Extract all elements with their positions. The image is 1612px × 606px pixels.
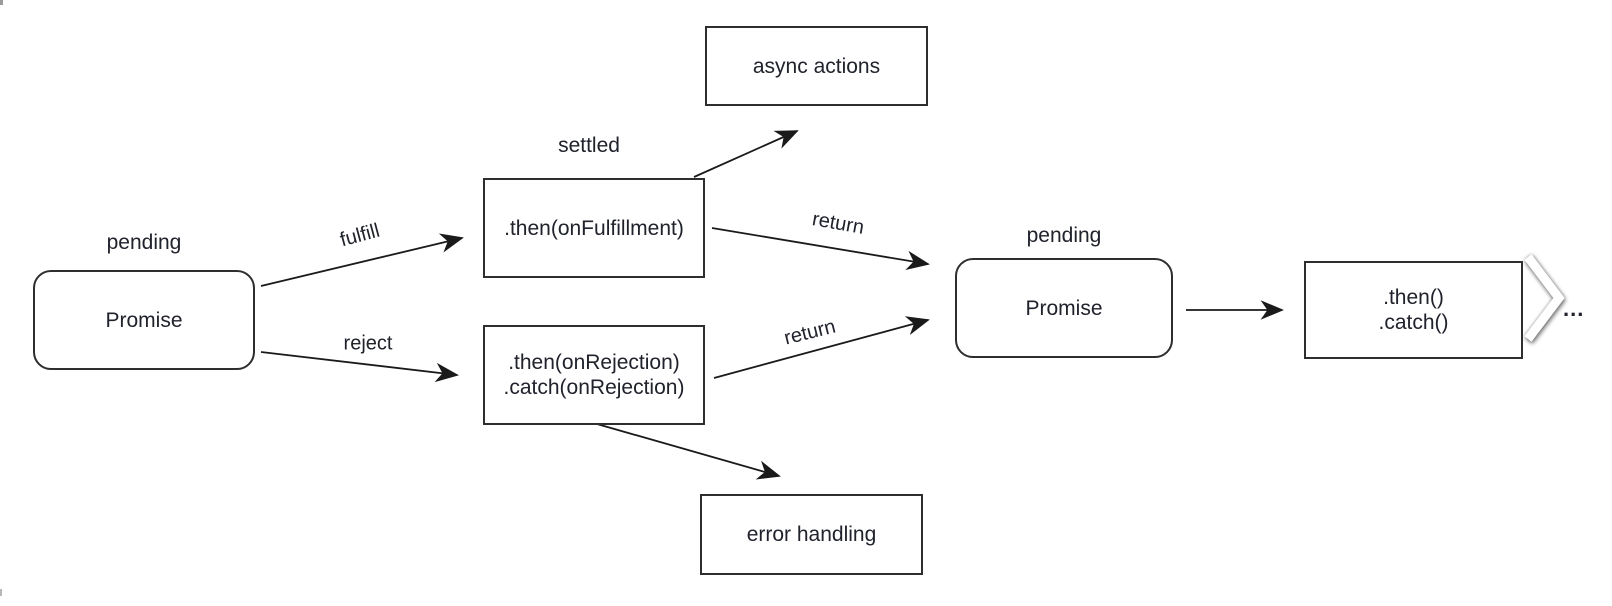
node-error-handling: error handling — [700, 494, 923, 575]
node-then-catch-line1: .then() — [1383, 286, 1444, 309]
state-label-pending-left: pending — [106, 231, 182, 254]
node-then-onrejection: .then(onRejection) .catch(onRejection) — [483, 325, 705, 425]
node-then-onfulfillment-label: .then(onFulfillment) — [504, 216, 684, 240]
chevron-right-icon — [1524, 254, 1565, 342]
edge-reject-arrow — [260, 351, 459, 383]
node-error-handling-label: error handling — [746, 523, 877, 546]
node-then-catch-line2: .catch() — [1378, 311, 1449, 334]
node-promise-initial: Promise — [33, 270, 255, 370]
edge-label-reject: reject — [343, 332, 393, 355]
node-promise-initial-label: Promise — [105, 308, 183, 332]
continuation-ellipsis: ... — [1563, 296, 1585, 321]
edge-error-handling-arrow — [596, 423, 781, 480]
screen-edge-artifact-top — [0, 0, 3, 5]
state-label-settled: settled — [558, 134, 620, 157]
node-async-actions-label: async actions — [752, 54, 881, 78]
edge-return-fulfill-arrow — [711, 227, 930, 271]
node-promise-next-label: Promise — [1025, 296, 1103, 320]
edge-fulfill-arrow — [260, 233, 464, 287]
state-label-pending-right: pending — [1026, 224, 1102, 247]
node-then-onrejection-line2: .catch(onRejection) — [503, 376, 685, 399]
node-then-onrejection-line1: .then(onRejection) — [508, 351, 680, 374]
edge-return-reject-arrow — [713, 316, 930, 379]
edge-async-actions-arrow — [693, 130, 799, 178]
node-then-onfulfillment: .then(onFulfillment) — [483, 178, 705, 278]
node-promise-next: Promise — [955, 258, 1173, 358]
screen-edge-artifact-bottom — [0, 589, 2, 596]
node-async-actions: async actions — [705, 26, 928, 106]
node-then-catch: .then() .catch() — [1304, 261, 1523, 359]
